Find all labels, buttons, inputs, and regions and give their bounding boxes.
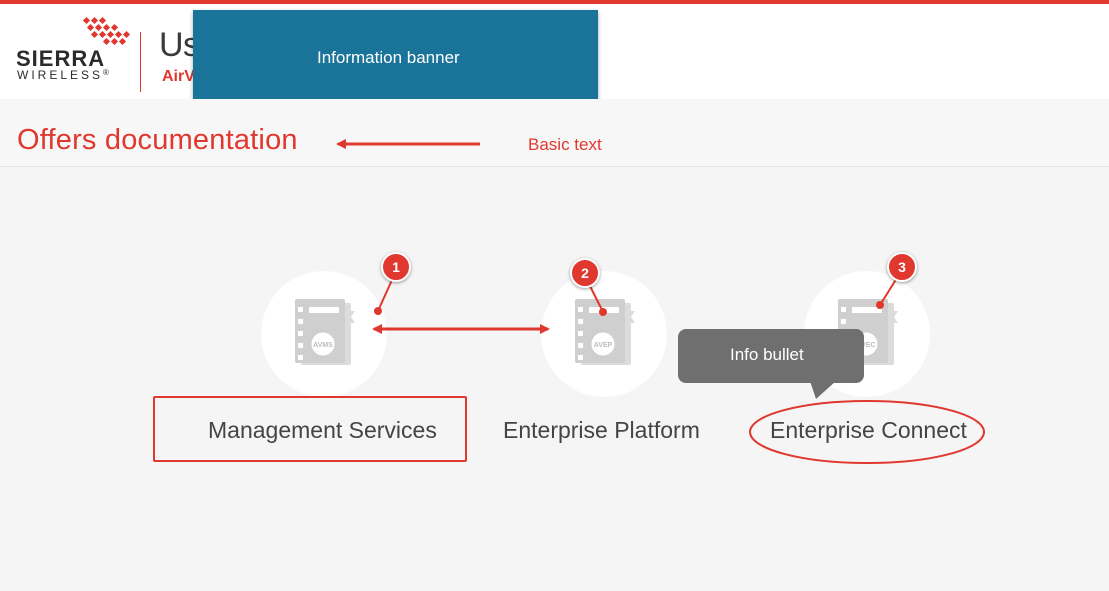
logo-text-wireless: WIRELESS® (17, 68, 109, 82)
top-accent-bar (0, 0, 1109, 4)
book-icon: AVEP (575, 299, 635, 365)
marker-3: 3 (887, 252, 917, 282)
marker-2: 2 (570, 258, 600, 288)
offer-circle-management-services[interactable]: AVMS (261, 271, 387, 397)
logo-divider (140, 32, 141, 92)
info-bullet-text: Info bullet (730, 345, 804, 364)
offer-circle-enterprise-platform[interactable]: AVEP (541, 271, 667, 397)
badge-text: AVMS (313, 342, 333, 349)
badge-text: AVEP (594, 342, 613, 349)
book-icon: AVMS (295, 299, 355, 365)
info-bullet-tail (810, 381, 836, 399)
information-banner[interactable]: Information banner (193, 10, 598, 108)
offer-label-enterprise-platform[interactable]: Enterprise Platform (503, 417, 700, 443)
badge-text: AVEC (857, 342, 876, 349)
info-bullet: Info bullet (678, 329, 864, 383)
logo-text-sierra: SIERRA (16, 46, 106, 71)
banner-text: Information banner (317, 48, 460, 67)
offer-label-enterprise-connect[interactable]: Enterprise Connect (770, 417, 967, 443)
page-title: Offers documentation (17, 124, 298, 156)
sierra-logo-icon (82, 16, 131, 46)
annotation-basic-text: Basic text (528, 135, 602, 154)
offer-label-management-services[interactable]: Management Services (208, 417, 437, 443)
page-title-bar: Offers documentation (0, 99, 1109, 167)
marker-1: 1 (381, 252, 411, 282)
